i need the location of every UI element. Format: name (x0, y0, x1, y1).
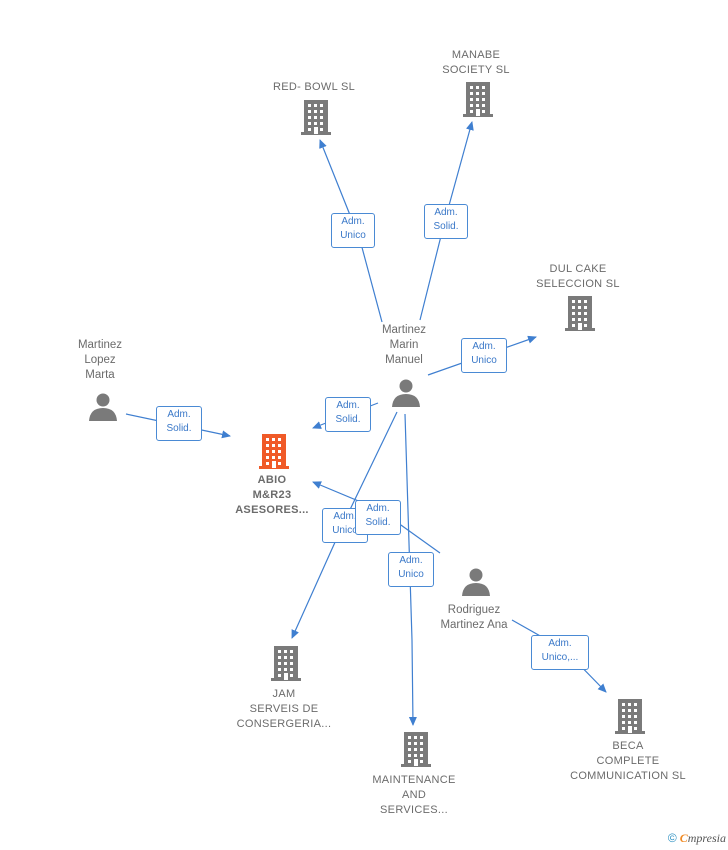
brand-name: mpresia (687, 831, 726, 845)
martinez_marin-person-icon[interactable] (392, 379, 420, 408)
brand-initial: C (679, 831, 688, 845)
edge-label-martinez_marin-to-red_bowl[interactable]: Adm. Unico (331, 213, 375, 248)
edge-martinez_marin-to-maintenance (404, 413, 417, 726)
dul_cake-building-icon[interactable] (565, 296, 595, 331)
jam-building-icon[interactable] (271, 646, 301, 681)
node-label-manabe[interactable]: MANABE SOCIETY SL (442, 49, 510, 76)
red_bowl-building-icon[interactable] (301, 100, 331, 135)
node-label-jam[interactable]: JAM SERVEIS DE CONSERGERIA... (236, 688, 332, 730)
node-label-abio[interactable]: ABIO M&R23 ASESORES... (235, 474, 309, 516)
abio-building-icon[interactable] (259, 434, 289, 469)
copyright-icon: © (667, 831, 677, 845)
edge-label-martinez_marin-to-abio[interactable]: Adm. Solid. (325, 397, 371, 432)
node-label-maintenance[interactable]: MAINTENANCE AND SERVICES... (372, 774, 456, 816)
edge-label-martinez_marin-to-maintenance[interactable]: Adm. Unico (388, 552, 434, 587)
edge-label-martinez_lopez-to-abio[interactable]: Adm. Solid. (156, 406, 202, 441)
manabe-building-icon[interactable] (463, 82, 493, 117)
brand-footer: ©Cmpresia (668, 831, 726, 846)
node-label-dul_cake[interactable]: DUL CAKE SELECCION SL (536, 263, 620, 290)
node-label-martinez_marin[interactable]: Martinez Marin Manuel (381, 324, 427, 366)
node-label-martinez_lopez[interactable]: Martinez Lopez Marta (77, 339, 123, 381)
edge-label-martinez_marin-to-manabe[interactable]: Adm. Solid. (424, 204, 468, 239)
node-label-red_bowl[interactable]: RED- BOWL SL (272, 81, 356, 93)
edge-label-rodriguez-to-abio[interactable]: Adm. Solid. (355, 500, 401, 535)
maintenance-building-icon[interactable] (401, 732, 431, 767)
rodriguez-person-icon[interactable] (462, 568, 490, 597)
node-label-beca[interactable]: BECA COMPLETE COMMUNICATION SL (570, 740, 686, 782)
martinez_lopez-person-icon[interactable] (89, 393, 117, 422)
node-label-rodriguez[interactable]: Rodriguez Martinez Ana (440, 604, 508, 631)
edge-label-martinez_marin-to-dul_cake[interactable]: Adm. Unico (461, 338, 507, 373)
edge-label-rodriguez-to-beca[interactable]: Adm. Unico,... (531, 635, 589, 670)
beca-building-icon[interactable] (615, 699, 645, 734)
